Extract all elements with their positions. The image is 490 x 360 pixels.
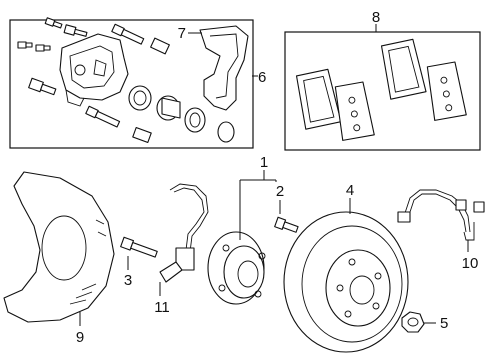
callout-1: 1 [260,154,268,171]
callout-11: 11 [154,299,170,316]
leader-lines [79,24,469,326]
brake-pads-box [284,31,481,151]
dust-shield [3,171,115,323]
callout-8: 8 [372,9,380,26]
callout-5: 5 [440,315,448,332]
wheel-speed-sensor [159,183,209,283]
caliper-housing [59,33,129,107]
brake-pads [295,38,467,141]
hub-nut [401,311,425,333]
brake-rotor [283,211,409,353]
callout-9: 9 [76,329,84,346]
callout-3: 3 [124,272,132,289]
callout-7: 7 [178,25,186,42]
caliper-bolts [17,17,145,128]
callout-4: 4 [346,182,354,199]
callout-2: 2 [276,183,284,200]
piston-seals [128,37,235,143]
bolt-3 [120,236,158,258]
callout-6: 6 [258,69,266,86]
callout-10: 10 [462,255,479,272]
brake-hose [397,189,485,241]
hub-bearing [207,231,266,305]
wheel-stud [274,216,299,233]
caliper-group-box [9,19,254,149]
caliper-mounting-bracket [199,25,249,111]
